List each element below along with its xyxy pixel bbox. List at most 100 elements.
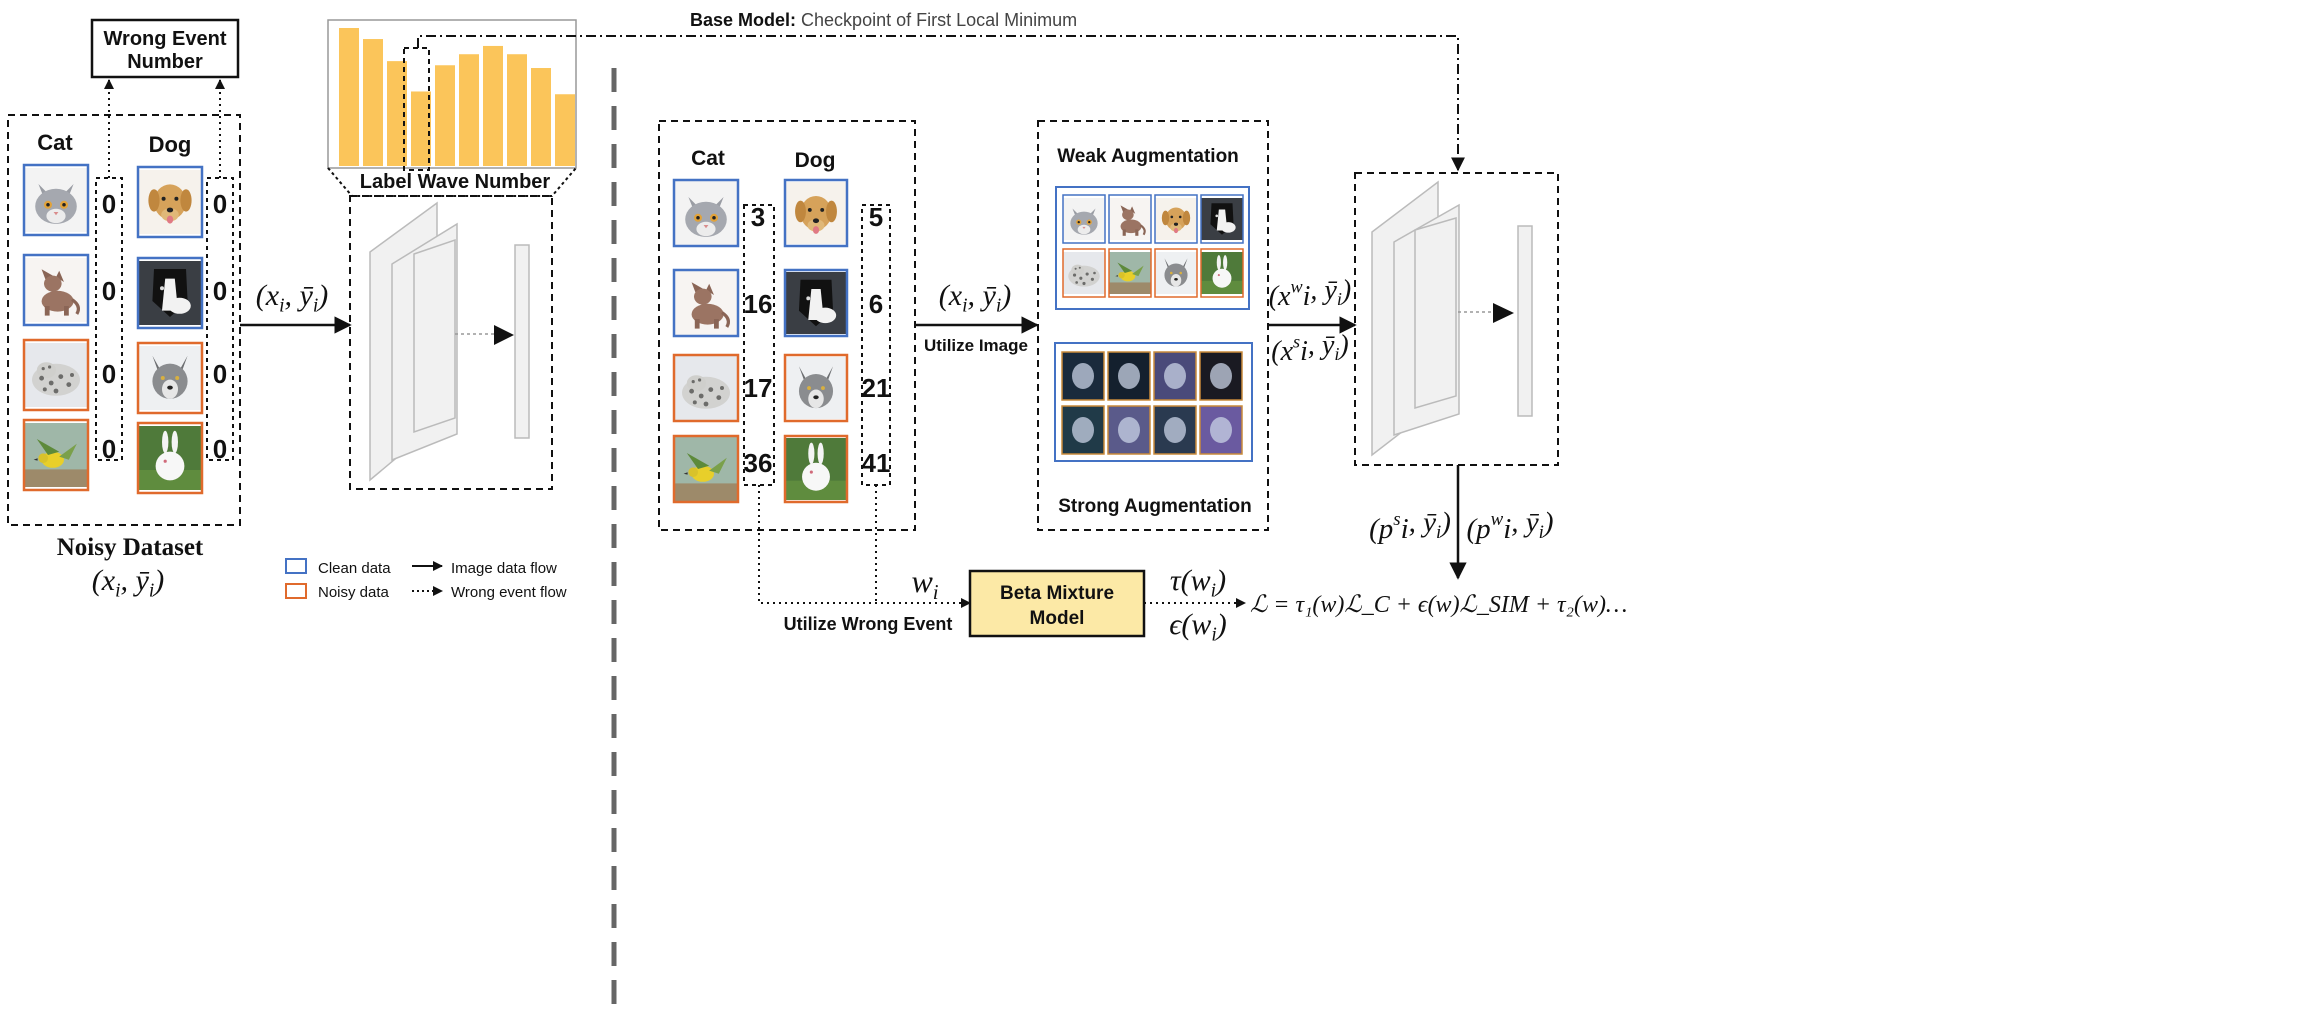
label-wave-bar xyxy=(411,91,431,166)
hairless-cat-icon xyxy=(672,268,740,338)
wrong-event-number-label: Wrong Event xyxy=(104,28,227,50)
label-wave-bar xyxy=(507,54,527,166)
utilize-wrong-event-label: Utilize Wrong Event xyxy=(784,614,953,634)
hairless-cat-icon xyxy=(22,253,90,327)
snow-leopard-icon xyxy=(22,338,90,412)
model-frame xyxy=(349,195,553,490)
thumb-border xyxy=(1062,248,1106,298)
golden-retriever-icon xyxy=(783,178,849,248)
rabbit-icon xyxy=(136,421,204,495)
thumb-border xyxy=(1200,194,1244,244)
weight-formula: wi xyxy=(911,563,938,604)
strong-aug-thumb xyxy=(1061,405,1105,455)
label-wave-trapezoid xyxy=(327,167,577,197)
tau-formula: τ(wi) xyxy=(1170,564,1226,602)
golden-retriever-icon xyxy=(136,165,204,239)
cat-count-column xyxy=(743,204,775,486)
legend-wrong-flow: Wrong event flow xyxy=(451,584,567,601)
network-layer xyxy=(413,238,456,434)
dog-header: Dog xyxy=(149,132,192,157)
weak-aug-formula: (xwi, ȳi) xyxy=(1269,275,1352,312)
weak-aug-thumb xyxy=(1154,194,1198,244)
thumb-border xyxy=(672,268,740,338)
label-wave-number: Label Wave Number xyxy=(360,171,551,193)
legend-image-flow: Image data flow xyxy=(451,560,557,577)
cat-wrong-count: 36 xyxy=(744,448,773,478)
strong-aug-grid xyxy=(1054,342,1253,462)
cat-wrong-count: 17 xyxy=(744,373,773,403)
thumb-border xyxy=(783,353,849,423)
cat-wrong-count: 0 xyxy=(102,276,116,306)
label-wave-bar xyxy=(483,45,503,166)
strong-aug-thumb xyxy=(1107,351,1151,401)
dog-wrong-count: 41 xyxy=(862,448,891,478)
thumb-border xyxy=(136,341,204,415)
legend-noisy-swatch xyxy=(285,583,307,599)
wrong-event-number-label: Number xyxy=(127,51,203,73)
cat-wrong-count: 0 xyxy=(102,434,116,464)
strong-augmentation-label: Strong Augmentation xyxy=(1058,496,1252,517)
strong-aug-thumb xyxy=(1199,405,1243,455)
selected-bar-marker xyxy=(403,47,430,171)
dog-count-column xyxy=(206,177,234,461)
utilize-image-formula: (xi, ȳi) xyxy=(939,279,1011,317)
snow-leopard-icon xyxy=(672,353,740,423)
bird-icon xyxy=(672,434,740,504)
cat-face-icon xyxy=(22,163,90,237)
cat-count-column xyxy=(95,177,123,461)
weak-aug-thumb xyxy=(1154,248,1198,298)
label-wave-bar xyxy=(339,28,359,166)
model-frame xyxy=(1354,172,1559,466)
dog-wrong-count: 0 xyxy=(213,434,227,464)
dog-header: Dog xyxy=(795,149,836,172)
label-wave-bar xyxy=(459,54,479,166)
weak-aug-thumb xyxy=(1108,194,1152,244)
cat-wrong-count: 3 xyxy=(751,202,765,232)
legend-noisy: Noisy data xyxy=(318,584,390,601)
thumb-border xyxy=(672,353,740,423)
dog-wrong-count: 6 xyxy=(869,289,883,319)
thumb-border xyxy=(672,178,740,248)
thumb-border xyxy=(1154,194,1198,244)
thumb-border xyxy=(136,256,204,330)
label-wave-bar xyxy=(387,61,407,167)
weak-aug-grid xyxy=(1055,186,1250,310)
weak-augmentation-label: Weak Augmentation xyxy=(1057,146,1239,167)
beta-mixture-model-label: Model xyxy=(1030,608,1085,629)
loss-formula: ℒ = τ₁(w)ℒ_C + ϵ(w)ℒ_SIM + τ₂(w)… xyxy=(1250,592,1627,618)
thumb-border xyxy=(783,178,849,248)
wolf-icon xyxy=(783,353,849,423)
cat-header: Cat xyxy=(691,147,725,170)
thumb-border xyxy=(672,434,740,504)
thumb-border xyxy=(783,434,849,504)
noisy-dataset-box xyxy=(7,114,241,526)
wrong-event-flow-cat xyxy=(758,485,971,608)
beta-mixture-model-label: Beta Mixture xyxy=(1000,583,1114,604)
thumb-border xyxy=(22,338,90,412)
cat-face-icon xyxy=(672,178,740,248)
thumb-border xyxy=(1154,248,1198,298)
wrong-event-number-box xyxy=(90,18,240,79)
wolf-icon xyxy=(136,341,204,415)
weak-aug-thumb xyxy=(1108,248,1152,298)
label-wave-bar xyxy=(363,39,383,166)
strong-aug-thumb xyxy=(1061,351,1105,401)
epsilon-formula: ϵ(wi) xyxy=(1169,608,1227,646)
cat-header: Cat xyxy=(37,130,73,155)
base-model-box xyxy=(349,195,553,490)
strong-aug-thumb xyxy=(1199,351,1243,401)
strong-aug-thumb xyxy=(1153,351,1197,401)
legend-clean: Clean data xyxy=(318,560,391,577)
bird-icon xyxy=(22,418,90,492)
strong-prediction-formula: (psi, ȳi) xyxy=(1369,507,1451,545)
input-formula: (xi, ȳi) xyxy=(256,279,328,317)
utilize-image-label: Utilize Image xyxy=(924,336,1028,355)
weak-aug-thumb xyxy=(1200,194,1244,244)
border-collie-icon xyxy=(136,256,204,330)
thumb-border xyxy=(1108,248,1152,298)
base-model-caption: Base Model: Checkpoint of First Local Mi… xyxy=(690,10,1077,30)
weak-aug-thumb xyxy=(1200,248,1244,298)
cat-wrong-count: 0 xyxy=(102,359,116,389)
thumb-border xyxy=(136,165,204,239)
